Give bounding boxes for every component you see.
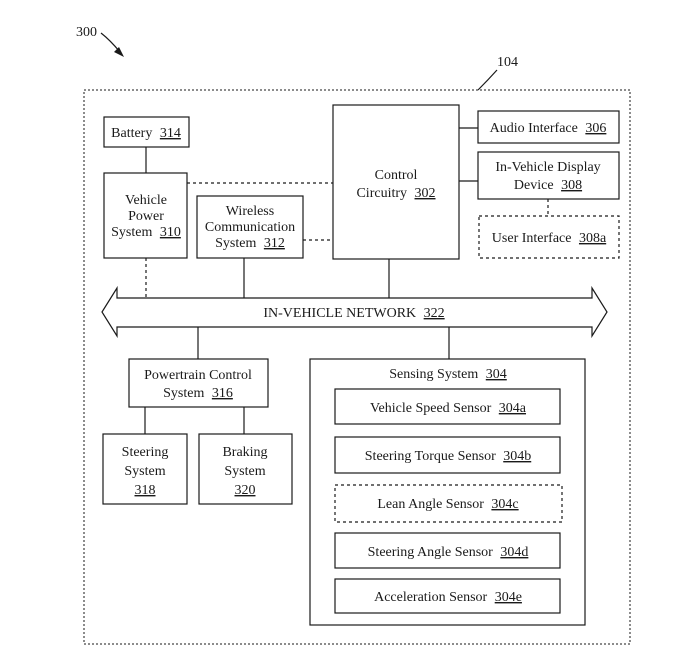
sensing-system-block: Sensing System 304 Vehicle Speed Sensor …	[309, 358, 586, 626]
system-ref-leader	[477, 69, 498, 91]
svg-text:Sensing System 304: Sensing System 304	[389, 367, 507, 382]
display-line2: Device	[514, 178, 554, 193]
audio-interface-block: Audio Interface 306	[477, 110, 620, 144]
user-interface-label: User Interface	[492, 231, 572, 246]
control-ref: 302	[415, 186, 436, 201]
control-circuitry-block: Control Circuitry 302	[332, 104, 460, 260]
system-boundary	[83, 89, 631, 645]
figure-arrowhead	[114, 47, 124, 57]
svg-text:Battery 314: Battery 314	[111, 126, 181, 141]
battery-label: Battery	[111, 126, 152, 141]
sensor-label: Steering Angle Sensor	[368, 545, 494, 560]
svg-text:Device 308: Device 308	[514, 178, 582, 193]
battery-block: Battery 314	[103, 116, 190, 148]
svg-text:Vehicle Speed Sensor 3: Vehicle Speed Sensor 304a	[370, 401, 527, 416]
display-device-block: In-Vehicle Display Device 308	[477, 151, 620, 200]
sensor-label: Acceleration Sensor	[374, 590, 487, 605]
sensor-label: Vehicle Speed Sensor	[370, 401, 492, 416]
sensor-label: Lean Angle Sensor	[377, 497, 484, 512]
user-interface-ref: 308a	[579, 231, 607, 246]
sensing-ref: 304	[486, 367, 507, 382]
network-ref: 322	[424, 306, 445, 321]
svg-text:Steering Angle Sensor: Steering Angle Sensor 304d	[368, 545, 529, 560]
braking-ref: 320	[235, 483, 256, 498]
powertrain-line1: Powertrain Control	[144, 368, 252, 383]
user-interface-block: User Interface 308a	[478, 215, 620, 259]
vehicle-power-line1: Vehicle	[125, 193, 167, 208]
wireless-block: Wireless Communication System 312	[196, 195, 304, 259]
battery-ref: 314	[160, 126, 181, 141]
system-ref: 104	[497, 55, 518, 70]
braking-line2: System	[224, 464, 265, 479]
sensor-ref: 304b	[503, 449, 531, 464]
svg-text:Circuitry 302: Circuitry 302	[356, 186, 435, 201]
control-line2: Circuitry	[356, 186, 407, 201]
braking-system-block: Braking System 320	[198, 433, 293, 505]
braking-line1: Braking	[222, 445, 267, 460]
figure-number: 300	[76, 25, 97, 40]
svg-text:User Interface 308a: User Interface 308a	[492, 231, 607, 246]
display-line1: In-Vehicle Display	[495, 160, 600, 175]
steering-line2: System	[124, 464, 165, 479]
powertrain-block: Powertrain Control System 316	[128, 358, 269, 408]
audio-label: Audio Interface	[490, 121, 578, 136]
vehicle-power-block: Vehicle Power System 310	[103, 172, 188, 259]
sensor-vehicle-speed: Vehicle Speed Sensor 304a	[334, 388, 561, 425]
vehicle-power-line2: Power	[128, 209, 164, 224]
audio-ref: 306	[585, 121, 606, 136]
sensor-ref: 304a	[499, 401, 527, 416]
vehicle-power-line3: System	[111, 225, 152, 240]
wireless-line3: System	[215, 236, 256, 251]
svg-text:System 312: System 312	[215, 236, 285, 251]
steering-ref: 318	[135, 483, 156, 498]
display-ref: 308	[561, 178, 582, 193]
sensor-steering-angle: Steering Angle Sensor 304d	[334, 532, 561, 569]
sensor-label: Steering Torque Sensor	[365, 449, 496, 464]
svg-text:Audio Interface 306: Audio Interface 306	[490, 121, 607, 136]
steering-line1: Steering	[122, 445, 169, 460]
wireless-ref: 312	[264, 236, 285, 251]
sensor-ref: 304c	[491, 497, 518, 512]
vehicle-power-ref: 310	[160, 225, 181, 240]
wireless-line1: Wireless	[226, 204, 274, 219]
wireless-line2: Communication	[205, 220, 295, 235]
in-vehicle-network: IN-VEHICLE NETWORK 322	[101, 285, 608, 339]
powertrain-ref: 316	[212, 386, 233, 401]
svg-text:Acceleration Sensor 30: Acceleration Sensor 304e	[374, 590, 522, 605]
svg-text:IN-VEHICLE NETWORK 322: IN-VEHICLE NETWORK 322	[263, 306, 444, 321]
svg-text:System 310: System 310	[111, 225, 181, 240]
sensing-title: Sensing System	[389, 367, 478, 382]
sensor-lean-angle: Lean Angle Sensor 304c	[334, 484, 563, 523]
sensor-steering-torque: Steering Torque Sensor 304b	[334, 436, 561, 474]
sensor-acceleration: Acceleration Sensor 304e	[334, 578, 561, 614]
sensor-ref: 304e	[495, 590, 522, 605]
sensor-ref: 304d	[500, 545, 528, 560]
steering-system-block: Steering System 318	[102, 433, 188, 505]
powertrain-line2: System	[163, 386, 204, 401]
control-line1: Control	[375, 168, 418, 183]
network-label: IN-VEHICLE NETWORK	[263, 306, 416, 321]
svg-text:System 316: System 316	[163, 386, 233, 401]
svg-text:Lean Angle Sensor 304c: Lean Angle Sensor 304c	[377, 497, 518, 512]
svg-text:Steering Torque Sensor: Steering Torque Sensor 304b	[365, 449, 531, 464]
